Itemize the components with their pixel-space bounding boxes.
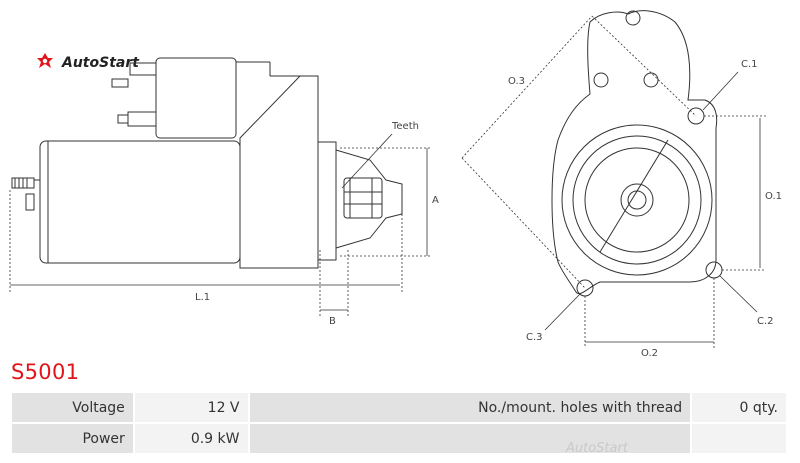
spec-empty-cell bbox=[247, 422, 693, 455]
label-c3: C.3 bbox=[526, 332, 543, 343]
spec-label-mount-holes: No./mount. holes with thread bbox=[247, 391, 693, 424]
logo-text: AutoStart bbox=[61, 55, 140, 71]
starter-side-view bbox=[11, 57, 403, 269]
spec-label-voltage: Voltage bbox=[10, 391, 135, 424]
spec-value-voltage: 12 V bbox=[132, 391, 250, 424]
front-view-dimensions bbox=[461, 15, 766, 348]
table-row: Voltage 12 V No./mount. holes with threa… bbox=[10, 391, 788, 424]
label-teeth: Teeth bbox=[391, 121, 419, 132]
table-row: Power 0.9 kW bbox=[10, 422, 788, 455]
watermark: AutoStart bbox=[566, 441, 628, 456]
side-view-dimensions bbox=[9, 133, 432, 318]
spec-value-power: 0.9 kW bbox=[132, 422, 250, 455]
spec-value-mount-holes: 0 qty. bbox=[690, 391, 788, 424]
label-o2: O.2 bbox=[641, 348, 658, 359]
label-c1: C.1 bbox=[741, 59, 758, 70]
label-b: B bbox=[329, 316, 336, 327]
spec-table: Voltage 12 V No./mount. holes with threa… bbox=[10, 391, 788, 455]
logo-star-icon bbox=[37, 53, 53, 68]
label-l1: L.1 bbox=[195, 292, 210, 303]
label-c2: C.2 bbox=[757, 316, 774, 327]
label-o1: O.1 bbox=[765, 191, 782, 202]
starter-front-view bbox=[551, 10, 723, 297]
spec-label-power: Power bbox=[10, 422, 135, 455]
label-a: A bbox=[432, 195, 439, 206]
spec-empty-value bbox=[690, 422, 788, 455]
label-o3: O.3 bbox=[508, 76, 525, 87]
autostart-logo: AutoStart bbox=[37, 53, 140, 71]
product-code: S5001 bbox=[11, 360, 80, 384]
